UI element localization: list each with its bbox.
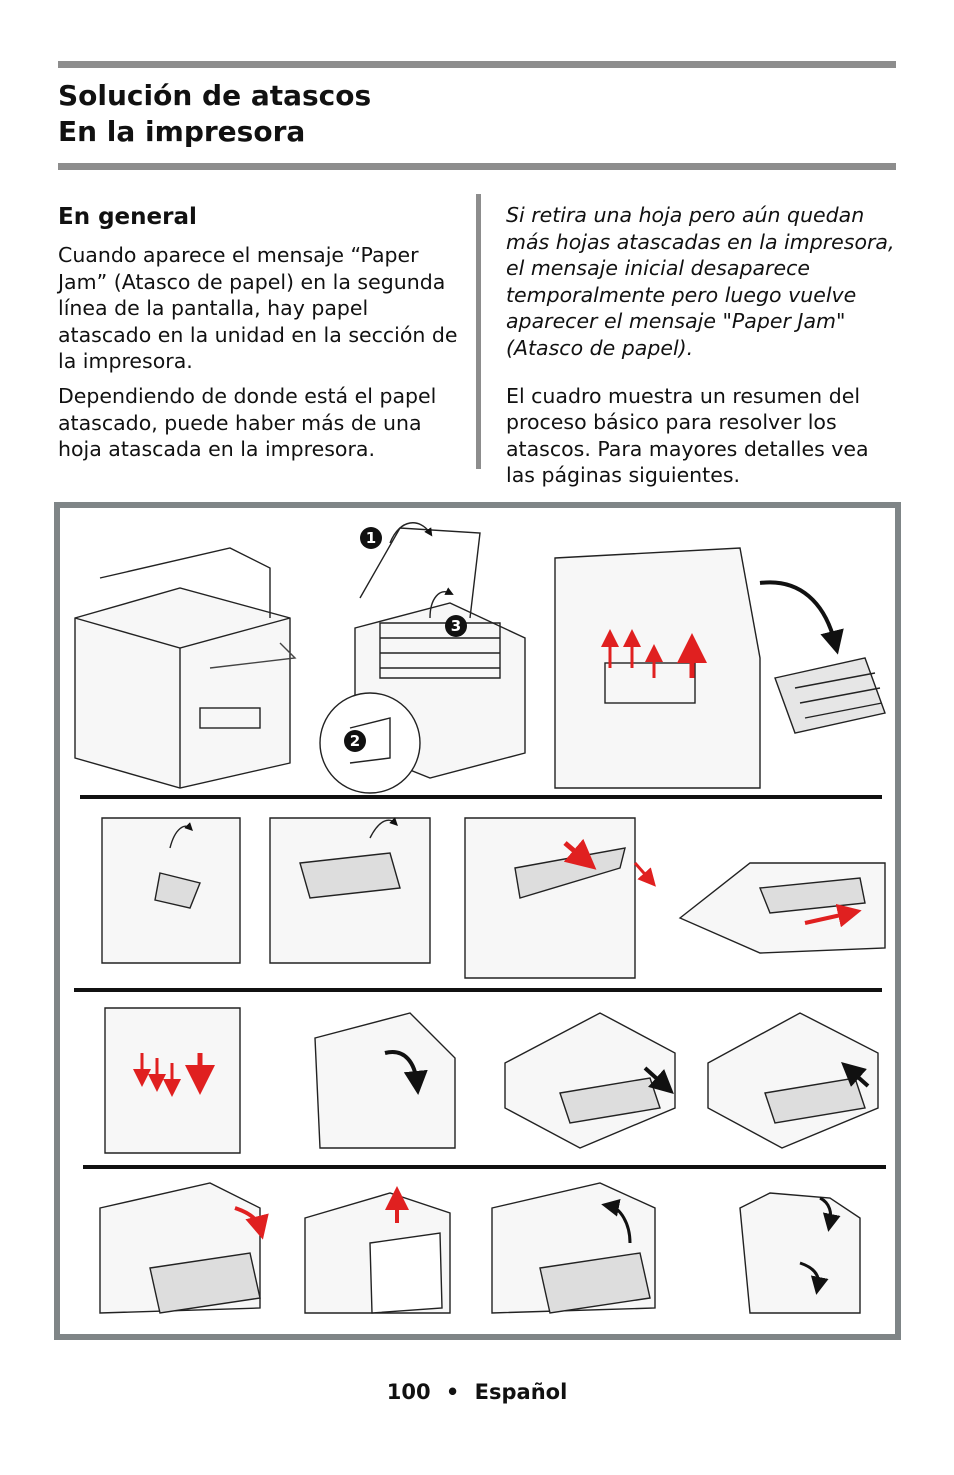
intro-paragraph: Cuando aparece el mensaje “Paper Jam” (A… [58, 243, 458, 374]
pull-sheet-upward-illustration [304, 1186, 451, 1314]
footer-language: Español [474, 1380, 568, 1404]
column-divider [476, 194, 481, 469]
italic-note: Si retira una hoja pero aún quedan más h… [506, 203, 895, 360]
jam-procedure-figure: 1 2 3 [54, 502, 901, 1340]
pull-paper-from-slot-illustration [678, 862, 886, 954]
close-top-cover-illustration [314, 1012, 456, 1149]
step-badges: 1 2 3 [344, 527, 467, 752]
reinsert-toner-illustration [104, 1007, 241, 1154]
right-column: Si retira una hoja pero aún quedan más h… [506, 202, 901, 489]
push-in-paper-tray-illustration [707, 1012, 879, 1149]
top-rule [58, 61, 896, 68]
page-number: 100 [386, 1380, 431, 1404]
detail-paragraph: Dependiendo de donde está el papel atasc… [58, 383, 437, 462]
open-scanner-illustration [319, 522, 526, 794]
printer-with-paper-jam-illustration [74, 547, 297, 789]
open-front-cover-illustration [99, 1182, 269, 1314]
step-number-1: 1 [366, 529, 376, 547]
rear-cover-jam-illustration [464, 817, 656, 979]
close-front-cover-illustration [491, 1182, 656, 1314]
title-line-2: En la impresora [58, 115, 306, 148]
remove-jammed-sheet-illustration-1 [101, 817, 241, 964]
page-footer: 100 • Español [0, 1380, 954, 1404]
page-title: Solución de atascos En la impresora [58, 78, 371, 150]
left-column: En general Cuando aparece el mensaje “Pa… [58, 200, 458, 471]
close-scanner-illustration [739, 1192, 861, 1314]
remove-toner-illustration [554, 547, 886, 789]
title-line-1: Solución de atascos [58, 79, 372, 112]
footer-bullet: • [445, 1380, 460, 1404]
pull-out-paper-tray-illustration [504, 1012, 676, 1149]
section-heading: En general [58, 204, 197, 230]
jam-procedure-illustrations: 1 2 3 [74, 522, 886, 1314]
step-number-3: 3 [451, 617, 461, 635]
summary-paragraph: El cuadro muestra un resumen del proceso… [506, 383, 869, 488]
remove-jammed-sheet-illustration-2 [269, 817, 431, 964]
title-rule [58, 163, 896, 170]
step-number-2: 2 [350, 732, 360, 750]
